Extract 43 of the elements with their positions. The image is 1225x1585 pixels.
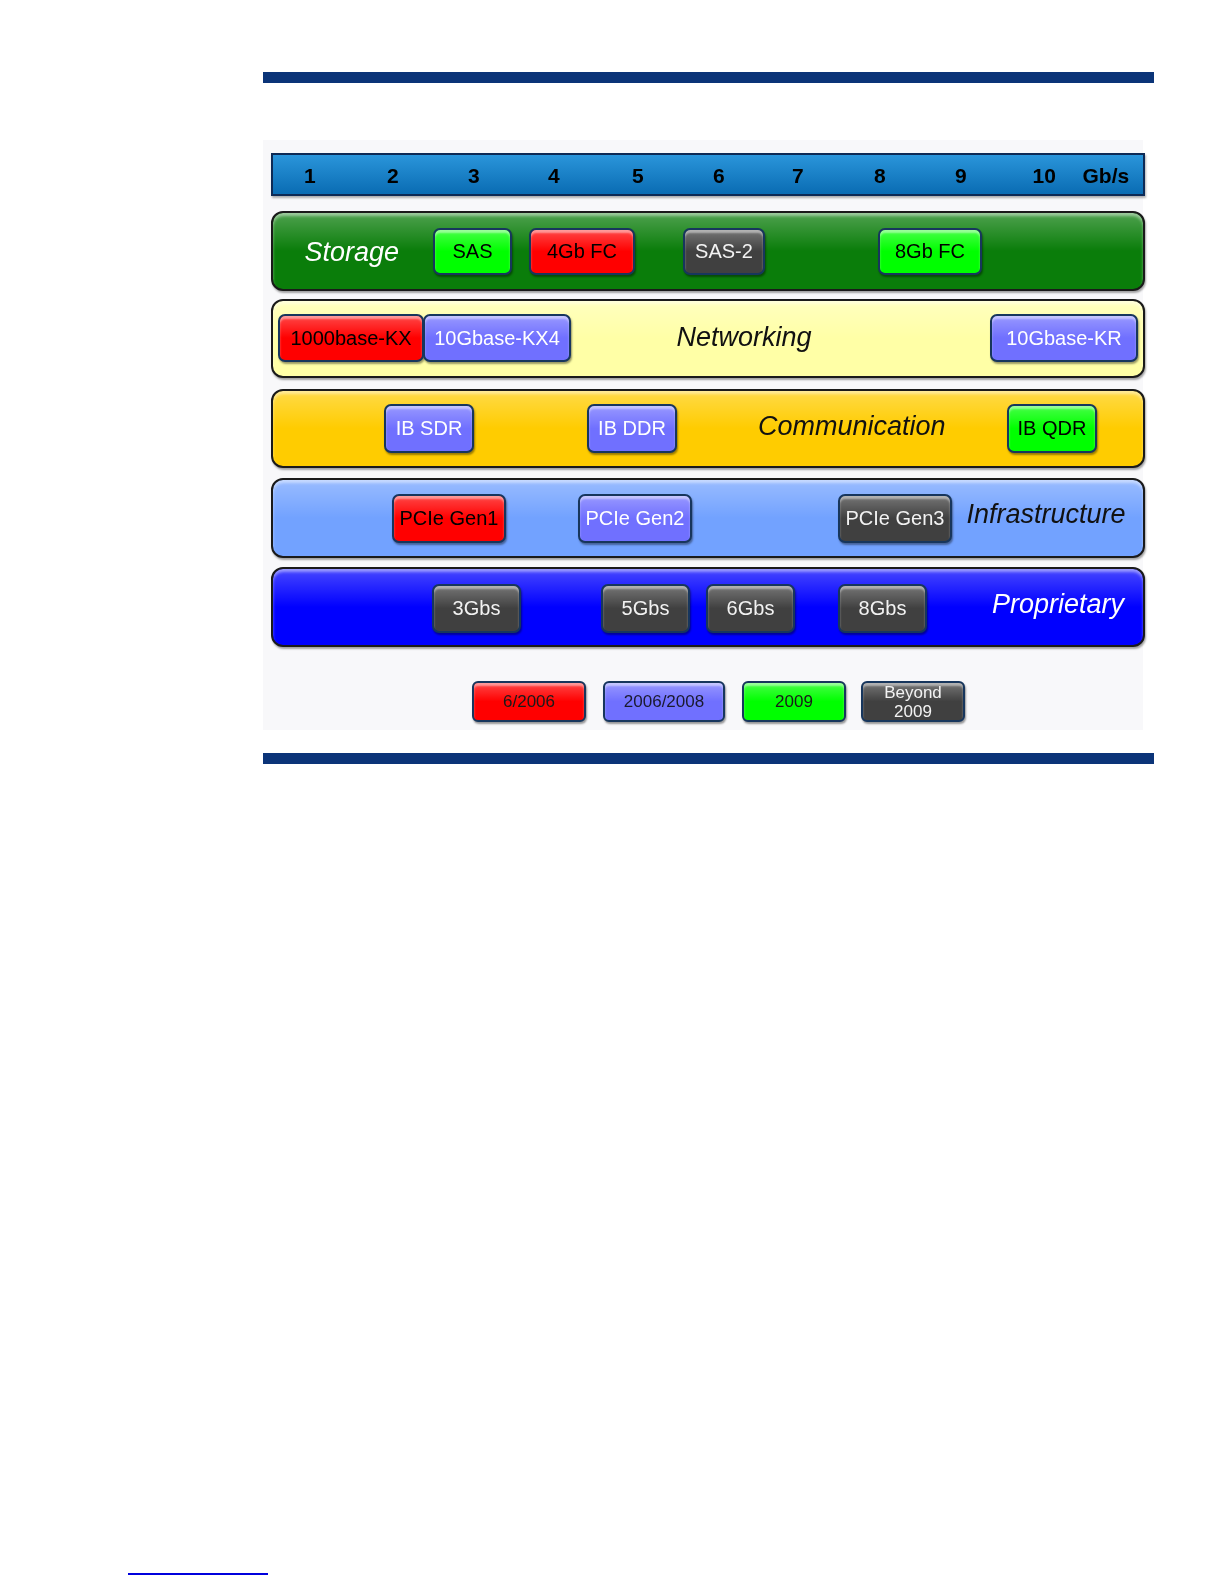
- standard-tag: PCIe Gen1: [392, 494, 506, 543]
- standard-tag: SAS: [433, 228, 512, 275]
- legend-key: 2009: [742, 681, 846, 722]
- category-band: [271, 389, 1145, 468]
- standard-tag: 10Gbase-KR: [990, 314, 1138, 362]
- scale-number: 6: [713, 163, 725, 188]
- category-band: [271, 211, 1145, 291]
- standard-tag: 6Gbs: [706, 584, 795, 633]
- standard-tag: 4Gb FC: [529, 228, 635, 275]
- standard-tag: PCIe Gen2: [578, 494, 692, 543]
- band-title: Communication: [758, 410, 946, 442]
- standard-tag: 10Gbase-KX4: [423, 314, 571, 362]
- standard-tag: PCIe Gen3: [838, 494, 952, 543]
- legend-key: Beyond 2009: [861, 681, 965, 722]
- band-title: Infrastructure: [966, 498, 1126, 530]
- speed-scale-bar: [271, 153, 1145, 196]
- standard-tag: IB QDR: [1007, 404, 1097, 453]
- standard-tag: 5Gbs: [601, 584, 690, 633]
- band-title: Storage: [304, 236, 400, 268]
- band-title: Networking: [676, 321, 812, 353]
- standard-tag: SAS-2: [683, 228, 765, 275]
- scale-number: 5: [632, 163, 644, 188]
- scale-number: 2: [387, 163, 399, 188]
- scale-number: 8: [874, 163, 886, 188]
- legend-key: 2006/2008: [603, 681, 725, 722]
- standard-tag: IB DDR: [587, 404, 677, 453]
- category-band: [271, 478, 1145, 558]
- scale-number: 7: [792, 163, 804, 188]
- scale-number: 1: [304, 163, 316, 188]
- legend-key: 6/2006: [472, 681, 586, 722]
- band-title: Proprietary: [992, 588, 1125, 620]
- scale-number: 9: [955, 163, 967, 188]
- scale-number: 4: [548, 163, 560, 188]
- standard-tag: 3Gbs: [432, 584, 521, 633]
- standard-tag: 1000base-KX: [278, 314, 424, 362]
- scale-number: 3: [468, 163, 480, 188]
- scale-number: 10: [1032, 163, 1056, 188]
- category-band: [271, 299, 1145, 378]
- unit-label: Gb/s: [1082, 163, 1130, 188]
- standard-tag: IB SDR: [384, 404, 474, 453]
- standard-tag: 8Gbs: [838, 584, 927, 633]
- standard-tag: 8Gb FC: [878, 228, 982, 275]
- category-band: [271, 567, 1145, 647]
